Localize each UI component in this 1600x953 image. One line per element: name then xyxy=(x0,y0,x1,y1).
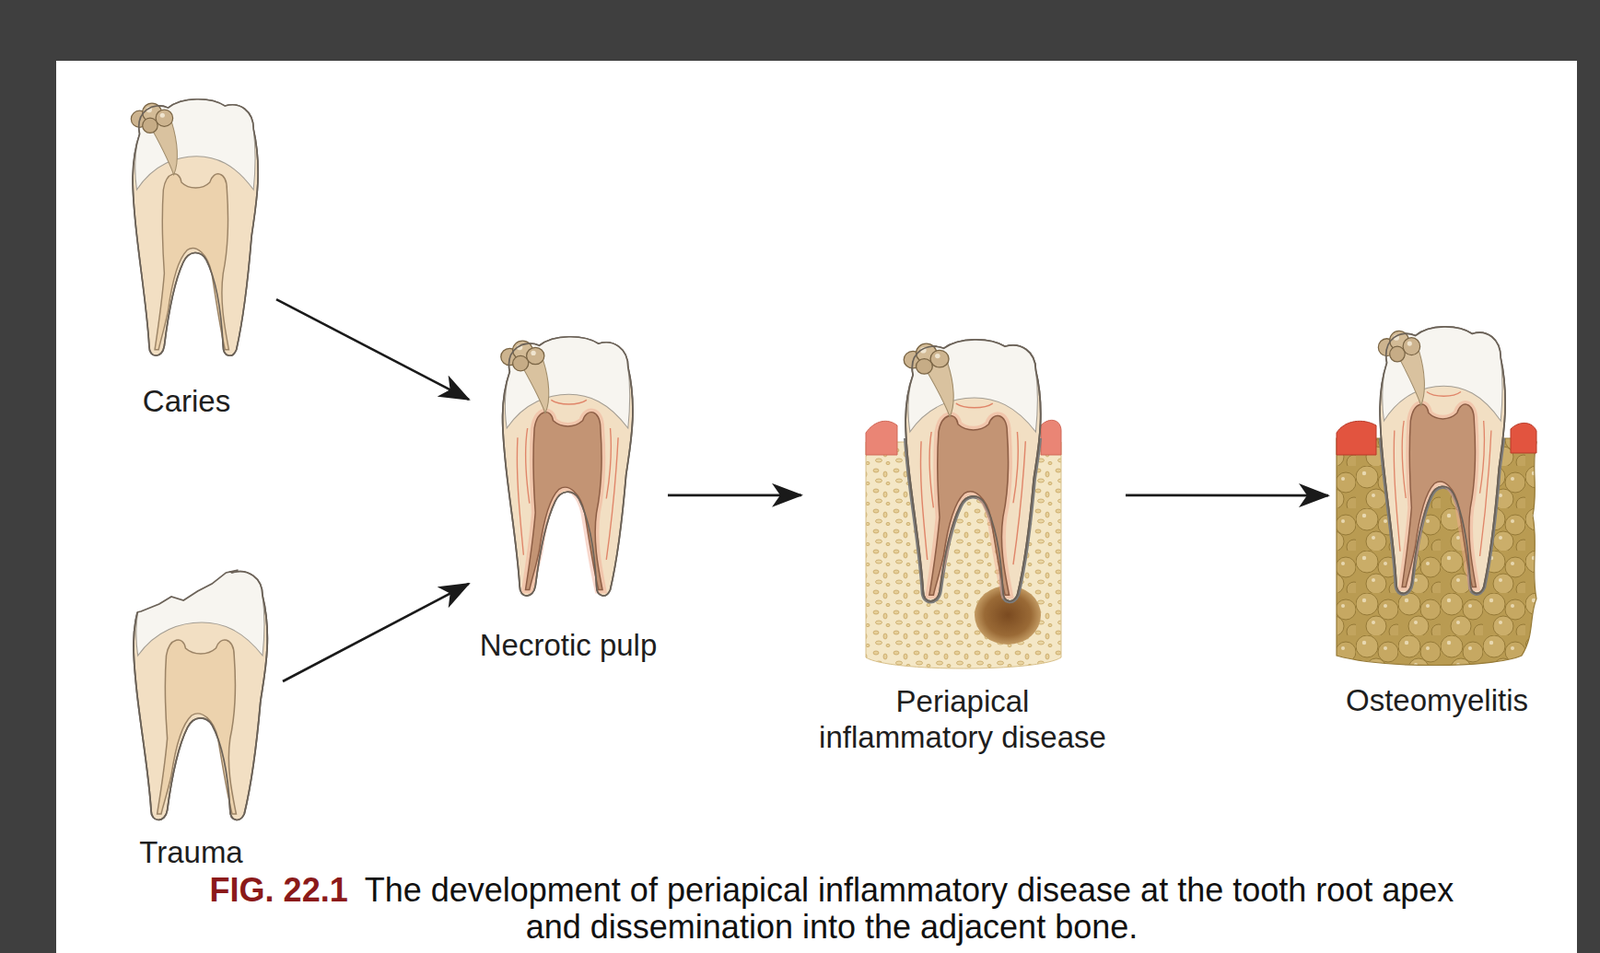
stage-label: Trauma xyxy=(139,834,243,871)
tooth-stage: Necrotic pulp xyxy=(476,327,661,664)
figure-number: FIG. 22.1 xyxy=(210,871,349,910)
caries-tooth xyxy=(130,99,258,357)
periapical-bone xyxy=(865,339,1062,669)
fractured-tooth xyxy=(133,566,268,821)
progression-arrow xyxy=(1125,494,1329,498)
tooth-stage: Caries xyxy=(105,92,268,420)
tooth-stage: Periapical inflammatory disease xyxy=(806,317,1119,756)
tooth-stage: Trauma xyxy=(105,561,277,871)
progression-arrow xyxy=(667,494,802,498)
caption-text: The development of periapical inflammato… xyxy=(364,871,1455,946)
progression-arrow xyxy=(276,299,469,400)
osteomyelitis-tooth xyxy=(1378,327,1506,595)
stage-label: Caries xyxy=(142,383,231,420)
stage-label: Necrotic pulp xyxy=(479,627,658,664)
stage-label: Periapical inflammatory disease xyxy=(806,683,1119,756)
necrotic-tooth xyxy=(501,337,633,596)
stage-label: Osteomyelitis xyxy=(1345,682,1529,719)
progression-arrow xyxy=(282,583,469,682)
tooth-stage: Osteomyelitis xyxy=(1335,317,1539,719)
osteomyelitis-bone xyxy=(1336,327,1537,666)
figure-caption: FIG. 22.1 The development of periapical i… xyxy=(205,872,1459,946)
periapical-tooth xyxy=(903,339,1041,602)
